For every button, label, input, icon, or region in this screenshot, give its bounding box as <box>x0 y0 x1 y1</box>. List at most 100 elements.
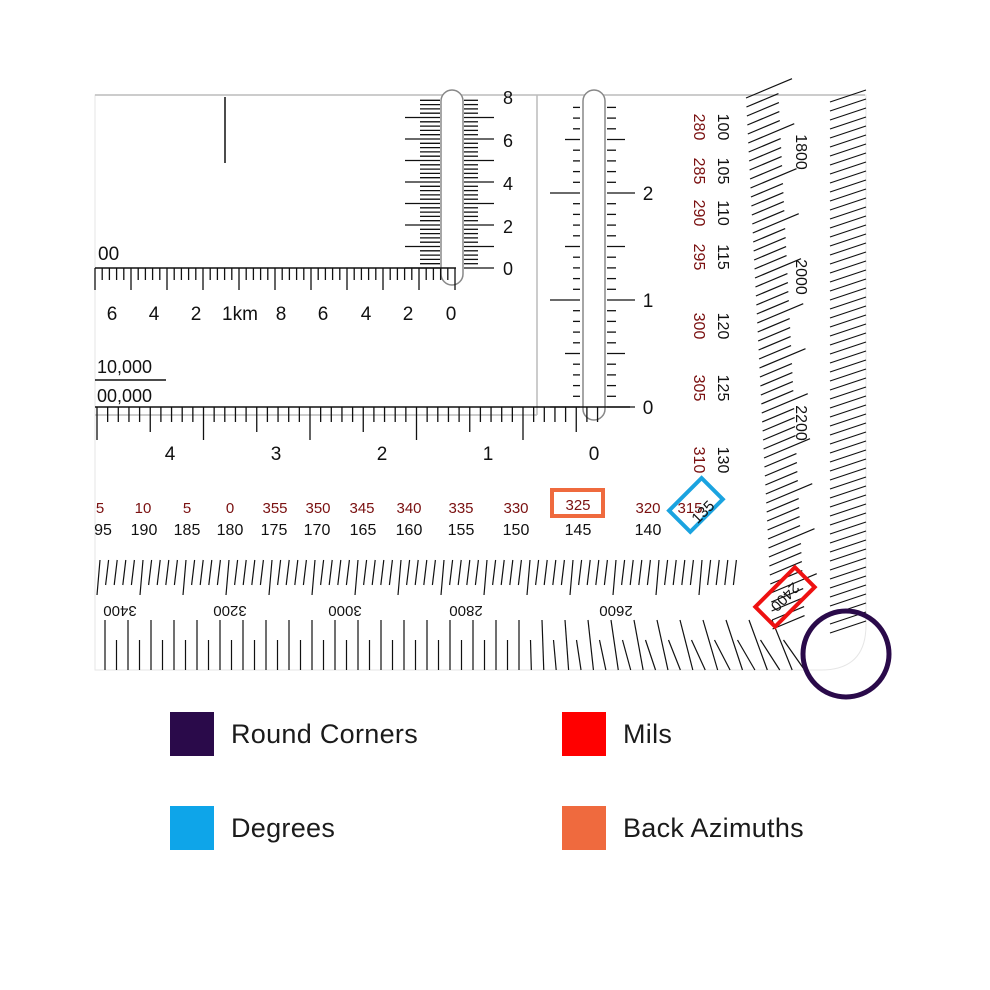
mil-tick-upper <box>199 559 204 586</box>
legend-label-round-corners: Round Corners <box>231 718 418 749</box>
diag-tick <box>748 123 795 144</box>
mil-tick-upper <box>474 559 479 586</box>
mil-tick-lower <box>725 619 744 671</box>
diag-tick-outer <box>829 134 867 148</box>
diag-tick-outer <box>829 386 867 400</box>
mil-tick-upper <box>595 559 600 586</box>
degree-label: 140 <box>635 522 662 539</box>
mil-tick-upper <box>655 559 660 596</box>
diag-tick-outer <box>829 368 867 382</box>
mil-label: 3200 <box>213 602 246 619</box>
diag-tick <box>762 426 796 441</box>
mil-label: 2800 <box>449 602 482 619</box>
back-azimuth-label: 5 <box>183 500 191 517</box>
mil-tick-lower <box>713 639 731 671</box>
scale-label: 0 <box>589 444 600 465</box>
mil-tick-upper <box>500 559 505 586</box>
legend-label-back-azimuths: Back Azimuths <box>623 812 804 843</box>
diag-tick-outer <box>829 359 867 373</box>
back-azimuth-label: 330 <box>503 500 528 517</box>
diag-back-azimuth-label: 310 <box>690 447 707 474</box>
mil-tick-lower <box>621 639 632 671</box>
mil-tick-upper <box>354 559 359 596</box>
diag-tick <box>748 138 781 153</box>
mil-tick-upper <box>621 559 626 586</box>
diag-tick-outer <box>829 503 867 517</box>
diag-tick <box>766 483 813 504</box>
legend-item-round-corners: Round Corners <box>170 712 418 756</box>
diag-tick <box>767 525 801 540</box>
diag-tick <box>771 597 804 612</box>
diag-tick-outer <box>829 485 867 499</box>
mil-tick-lower <box>529 639 532 671</box>
diag-tick <box>753 237 786 252</box>
mil-tick-lower <box>656 619 669 671</box>
mil-tick-upper <box>380 559 385 586</box>
inner-grid-square <box>95 94 865 416</box>
ratio-label-bottom: 00,000 <box>97 386 152 406</box>
mil-tick-upper <box>285 559 290 586</box>
back-azimuth-label: 345 <box>349 500 374 517</box>
mil-tick-lower <box>679 619 694 671</box>
mil-tick-upper <box>586 559 591 586</box>
mil-tick-lower <box>552 639 557 671</box>
vertical-scale-label: 6 <box>503 131 513 151</box>
mil-tick-lower <box>587 619 595 671</box>
mil-tick-upper <box>509 559 514 586</box>
mil-tick-lower <box>610 619 619 671</box>
diag-tick-outer <box>829 161 867 175</box>
mil-tick-upper <box>560 559 565 586</box>
mil-tick-upper <box>578 559 583 586</box>
diag-degree-label: 115 <box>714 244 731 270</box>
diag-degree-label: 120 <box>714 313 731 340</box>
mil-tick-lower <box>783 639 806 671</box>
diag-degree-label: 105 <box>714 158 731 185</box>
km-scale-label: 2 <box>191 304 202 325</box>
diag-degree-label: 110 <box>714 200 731 226</box>
degrees-highlight-box <box>666 475 726 535</box>
vertical-scale-label: 4 <box>503 174 513 194</box>
diag-tick-outer <box>829 449 867 463</box>
mil-tick-upper <box>449 559 454 586</box>
diag-tick-outer <box>829 593 867 607</box>
mil-tick-upper <box>294 559 299 586</box>
diag-tick-outer <box>829 395 867 409</box>
degree-label: 95 <box>94 522 112 539</box>
mil-tick-lower <box>644 639 657 671</box>
mil-tick-upper <box>483 559 488 596</box>
diag-tick-outer <box>829 413 867 427</box>
degree-label: 185 <box>174 522 201 539</box>
diag-tick <box>759 348 806 369</box>
diag-tick-outer <box>829 242 867 256</box>
mil-tick-upper <box>259 559 264 586</box>
degree-label: 155 <box>448 522 475 539</box>
mil-tick-upper <box>569 559 574 596</box>
diag-tick-outer <box>829 305 867 319</box>
mil-tick-lower <box>541 619 545 671</box>
mil-label: 3000 <box>328 602 361 619</box>
degree-label: 165 <box>350 522 377 539</box>
diag-tick-outer <box>829 458 867 472</box>
diag-back-azimuth-label: 305 <box>690 375 707 402</box>
diag-tick <box>763 435 796 450</box>
diag-tick-outer <box>829 251 867 265</box>
degree-label: 150 <box>503 522 530 539</box>
mil-tick-upper <box>148 559 153 586</box>
mil-tick-upper <box>363 559 368 586</box>
degree-label: 145 <box>565 522 592 539</box>
diag-tick <box>769 561 803 576</box>
scale-ticks <box>94 78 867 671</box>
diag-tick <box>755 273 788 288</box>
diag-tick <box>768 543 802 558</box>
scale-label: 4 <box>165 444 176 465</box>
mil-tick-upper <box>191 559 196 586</box>
diag-tick-outer <box>829 332 867 346</box>
diag-tick-outer <box>829 107 867 121</box>
mil-tick-upper <box>715 559 720 586</box>
mil-tick-lower <box>667 639 681 671</box>
mil-tick-lower <box>633 619 644 671</box>
legend-swatch-back-azimuths <box>562 806 606 850</box>
mil-tick-upper <box>113 559 118 586</box>
diag-tick <box>757 327 791 342</box>
